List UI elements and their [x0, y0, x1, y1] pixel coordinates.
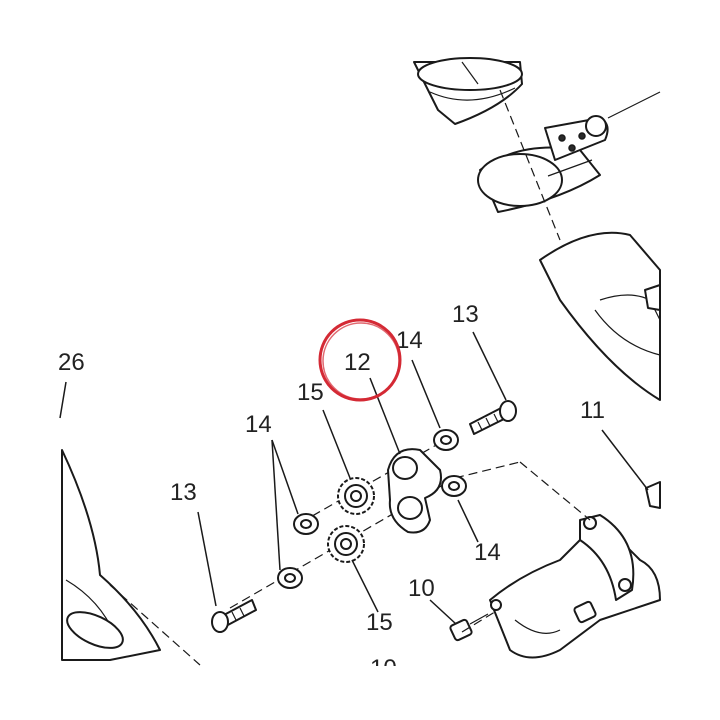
callout-10-partial-clip: 10	[370, 655, 397, 682]
gear-15-bottom	[327, 525, 365, 563]
callout-14-right: 14	[474, 539, 501, 566]
callout-26: 26	[58, 349, 85, 376]
callout-labels: 26 13 14 15 14 13 11 14 10 15 10	[58, 301, 605, 682]
highlight-circle	[318, 318, 402, 402]
callout-11: 11	[580, 397, 605, 424]
central-components	[109, 89, 591, 666]
callout-13-left: 13	[170, 479, 197, 506]
highlight-circle-inner	[322, 322, 400, 400]
upper-tube-assembly	[413, 57, 661, 401]
callout-14-top: 14	[396, 327, 423, 354]
callout-10-partial: 10	[370, 655, 397, 682]
callout-12: 12	[344, 349, 371, 376]
gear-15-top	[337, 477, 375, 515]
callout-15-bottom: 15	[366, 609, 393, 636]
callout-13-top: 13	[452, 301, 479, 328]
screw-13-top	[469, 400, 517, 435]
leader-lines	[59, 331, 649, 625]
callout-14-left: 14	[245, 411, 272, 438]
screw-13-left	[211, 599, 257, 633]
highlight-marker	[318, 318, 402, 402]
link-plate-12	[387, 448, 442, 534]
bracket-part	[449, 481, 661, 659]
callout-15-top: 15	[297, 379, 324, 406]
callout-10: 10	[408, 575, 435, 602]
housing-part-26	[61, 449, 161, 661]
